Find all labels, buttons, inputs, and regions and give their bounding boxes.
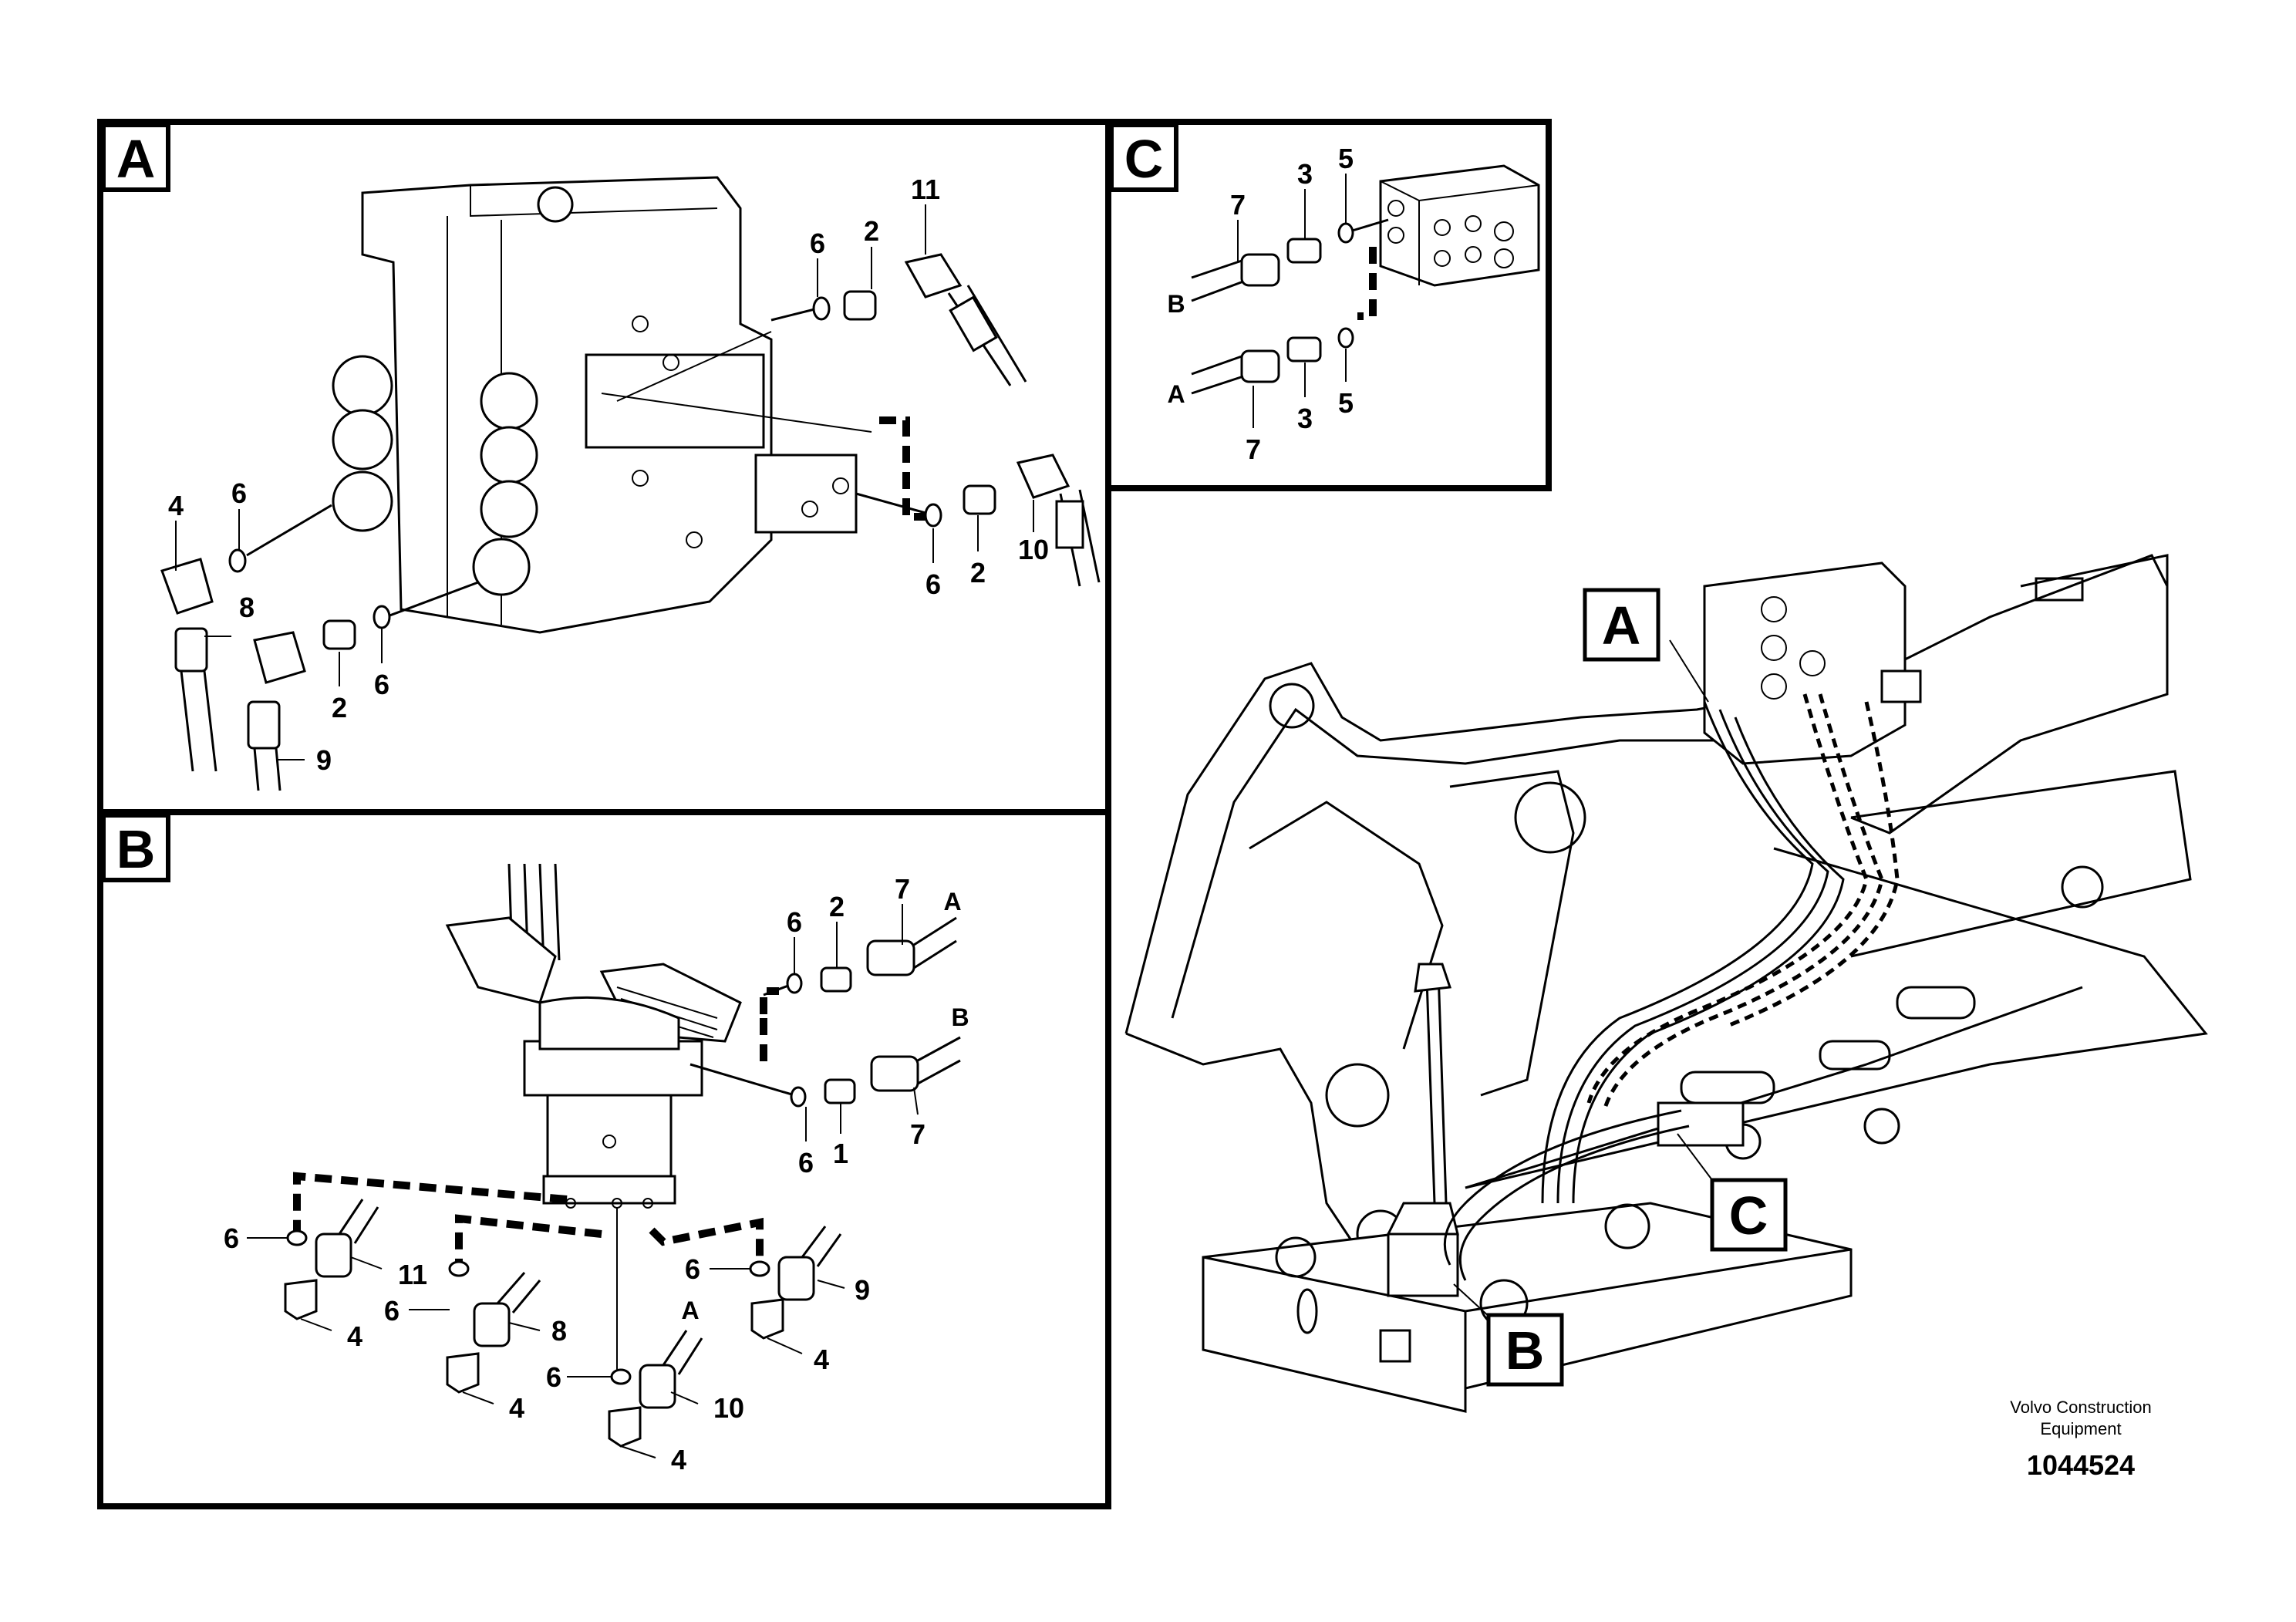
credit-line-2: Equipment: [2040, 1419, 2121, 1438]
callout-b-6-mid: 6: [798, 1147, 814, 1179]
callout-a-6-left: 6: [231, 477, 247, 509]
overview-label-c: C: [1677, 1133, 1788, 1252]
callout-a-6-top: 6: [810, 228, 825, 259]
callout-b-4-d: 4: [671, 1444, 686, 1475]
panel-c-letter: C: [1124, 129, 1164, 189]
callout-c-3-top: 3: [1297, 158, 1313, 190]
callout-a-9: 9: [316, 744, 332, 776]
callout-c-5-bottom: 5: [1338, 387, 1354, 419]
elbow-fittings-b: [284, 1199, 842, 1448]
fittings-c: [1191, 218, 1389, 395]
control-valve-drawing: [332, 176, 872, 634]
panel-b: B: [97, 809, 1111, 1509]
credit-line-1: Volvo Construction: [2010, 1398, 2151, 1417]
callout-b-a-top: A: [943, 888, 961, 916]
callout-b-7-top: 7: [895, 873, 910, 905]
leaders-b: [247, 904, 919, 1458]
callout-c-b: B: [1167, 290, 1185, 318]
callout-b-2: 2: [829, 891, 845, 922]
callout-b-1: 1: [833, 1138, 848, 1169]
callout-b-6-d: 6: [546, 1361, 561, 1393]
overview-label-a-text: A: [1602, 595, 1641, 656]
overview-label-a: A: [1583, 588, 1709, 703]
callouts-c: 7 3 5 B A 7 3 5: [1167, 143, 1354, 465]
callout-a-11: 11: [911, 174, 940, 205]
callout-c-3-bottom: 3: [1297, 403, 1313, 434]
callouts-b: 7 A 2 6 B 6 1 7 6 11 6 8 6 9 4 4 4 A 6 1…: [224, 873, 969, 1475]
callout-b-6-a: 6: [224, 1222, 239, 1254]
leaders-c: [1237, 174, 1347, 428]
fittings-a-bottom: [247, 581, 479, 791]
callout-b-6-c: 6: [685, 1253, 700, 1285]
callout-c-5-top: 5: [1338, 143, 1354, 174]
callout-b-a-bottom: A: [681, 1297, 699, 1324]
callout-a-6-right: 6: [925, 568, 941, 600]
overview-machine-frame: [1124, 554, 2208, 1413]
footer: Volvo Construction Equipment 1044524: [2010, 1398, 2151, 1481]
callout-b-6-b: 6: [384, 1295, 400, 1327]
callout-b-8: 8: [551, 1315, 567, 1347]
overview-label-c-text: C: [1729, 1185, 1768, 1246]
panel-c: C 7: [1105, 119, 1552, 491]
callout-a-2-top: 2: [864, 215, 879, 247]
fittings-a-left: [160, 504, 332, 772]
callout-b-9: 9: [855, 1274, 870, 1306]
callout-b-11: 11: [398, 1259, 427, 1290]
distribution-block-drawing: [1379, 164, 1540, 287]
callout-c-a: A: [1167, 380, 1185, 408]
callout-a-4: 4: [168, 490, 184, 521]
callout-c-7-top: 7: [1230, 189, 1246, 221]
callout-b-4-b: 4: [509, 1392, 524, 1424]
callout-b-10: 10: [713, 1392, 744, 1424]
callout-c-7-bottom: 7: [1246, 433, 1261, 465]
overview-label-b: B: [1453, 1283, 1564, 1387]
callout-b-b: B: [951, 1003, 969, 1031]
callout-a-10: 10: [1018, 534, 1049, 565]
callout-b-7-mid: 7: [910, 1118, 925, 1150]
fittings-a-top: [770, 253, 1027, 386]
panel-a-letter: A: [116, 129, 156, 189]
overview-label-b-text: B: [1505, 1320, 1545, 1381]
callouts-a: 11 2 6 6 4 8 2 6 9 6 2 10: [168, 174, 1049, 776]
leaders-a: [175, 204, 1034, 760]
callout-b-4-c: 4: [814, 1344, 829, 1375]
callout-b-6-top: 6: [787, 906, 802, 938]
fittings-a-right: [855, 454, 1101, 587]
callout-a-6-bottom: 6: [374, 669, 389, 700]
document-number: 1044524: [2027, 1449, 2135, 1481]
callout-a-2-bottom: 2: [332, 692, 347, 723]
fittings-b-upper: [689, 916, 961, 1108]
callout-b-4-a: 4: [347, 1320, 362, 1352]
panel-b-letter: B: [116, 819, 156, 879]
callout-a-2-right: 2: [970, 557, 986, 588]
panel-a: A: [97, 119, 1111, 815]
callout-a-8: 8: [239, 592, 255, 623]
